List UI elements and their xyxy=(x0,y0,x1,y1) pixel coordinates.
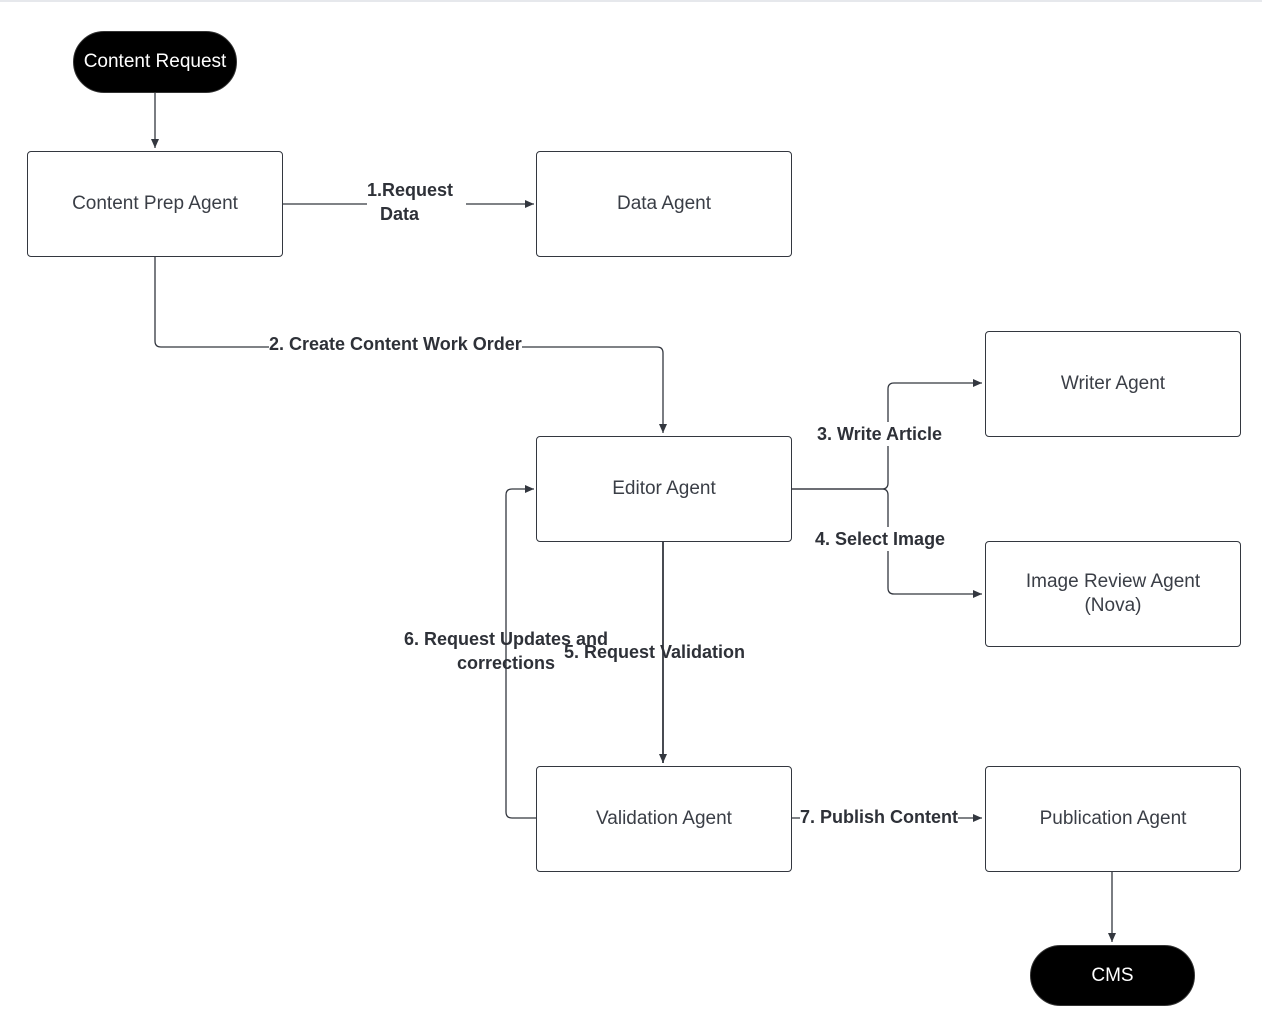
data-agent-label: Data Agent xyxy=(616,193,712,214)
publication-agent-node[interactable]: Publication Agent xyxy=(985,766,1241,872)
publication-agent-label: Publication Agent xyxy=(1039,808,1187,829)
edge-label-request-data-line2: Data xyxy=(380,204,420,224)
content-prep-agent-label: Content Prep Agent xyxy=(72,193,238,214)
writer-agent-label: Writer Agent xyxy=(1060,373,1166,394)
image-review-agent-label-line1: Image Review Agent xyxy=(1025,571,1201,592)
top-border xyxy=(0,0,1262,2)
data-agent-node[interactable]: Data Agent xyxy=(536,151,792,257)
content-prep-agent-node[interactable]: Content Prep Agent xyxy=(27,151,283,257)
edge-label-request-data: 1.Request Data xyxy=(367,178,466,226)
edge-validation-to-editor xyxy=(505,485,537,819)
cms-terminal[interactable]: CMS xyxy=(1030,945,1195,1006)
validation-agent-label: Validation Agent xyxy=(596,808,732,829)
image-review-agent-label-line2: (Nova) xyxy=(1084,595,1142,616)
validation-agent-node[interactable]: Validation Agent xyxy=(536,766,792,872)
edge-label-create-work-order: 2. Create Content Work Order xyxy=(269,332,522,356)
writer-agent-node[interactable]: Writer Agent xyxy=(985,331,1241,437)
edge-label-select-image: 4. Select Image xyxy=(815,527,946,551)
edge-label-request-updates-line2: corrections xyxy=(456,653,556,673)
edge-label-request-data-line1: Request xyxy=(382,180,454,200)
cms-terminal-label: CMS xyxy=(1091,964,1134,986)
edge-label-publish-content: 7. Publish Content xyxy=(800,805,959,829)
editor-agent-node[interactable]: Editor Agent xyxy=(536,436,792,542)
start-terminal[interactable]: Content Request xyxy=(73,31,237,93)
start-terminal-label: Content Request xyxy=(83,51,227,72)
edge-label-request-updates: 6. Request Updates and corrections xyxy=(393,627,619,675)
edge-label-request-data-num: 1. xyxy=(367,180,383,200)
edge-label-write-article: 3. Write Article xyxy=(817,422,943,446)
edge-label-request-updates-line1: 6. Request Updates and xyxy=(403,629,609,649)
editor-agent-label: Editor Agent xyxy=(612,478,716,499)
edge-label-request-validation: 5. Request Validation xyxy=(564,642,746,662)
image-review-agent-node[interactable]: Image Review Agent (Nova) xyxy=(985,541,1241,647)
